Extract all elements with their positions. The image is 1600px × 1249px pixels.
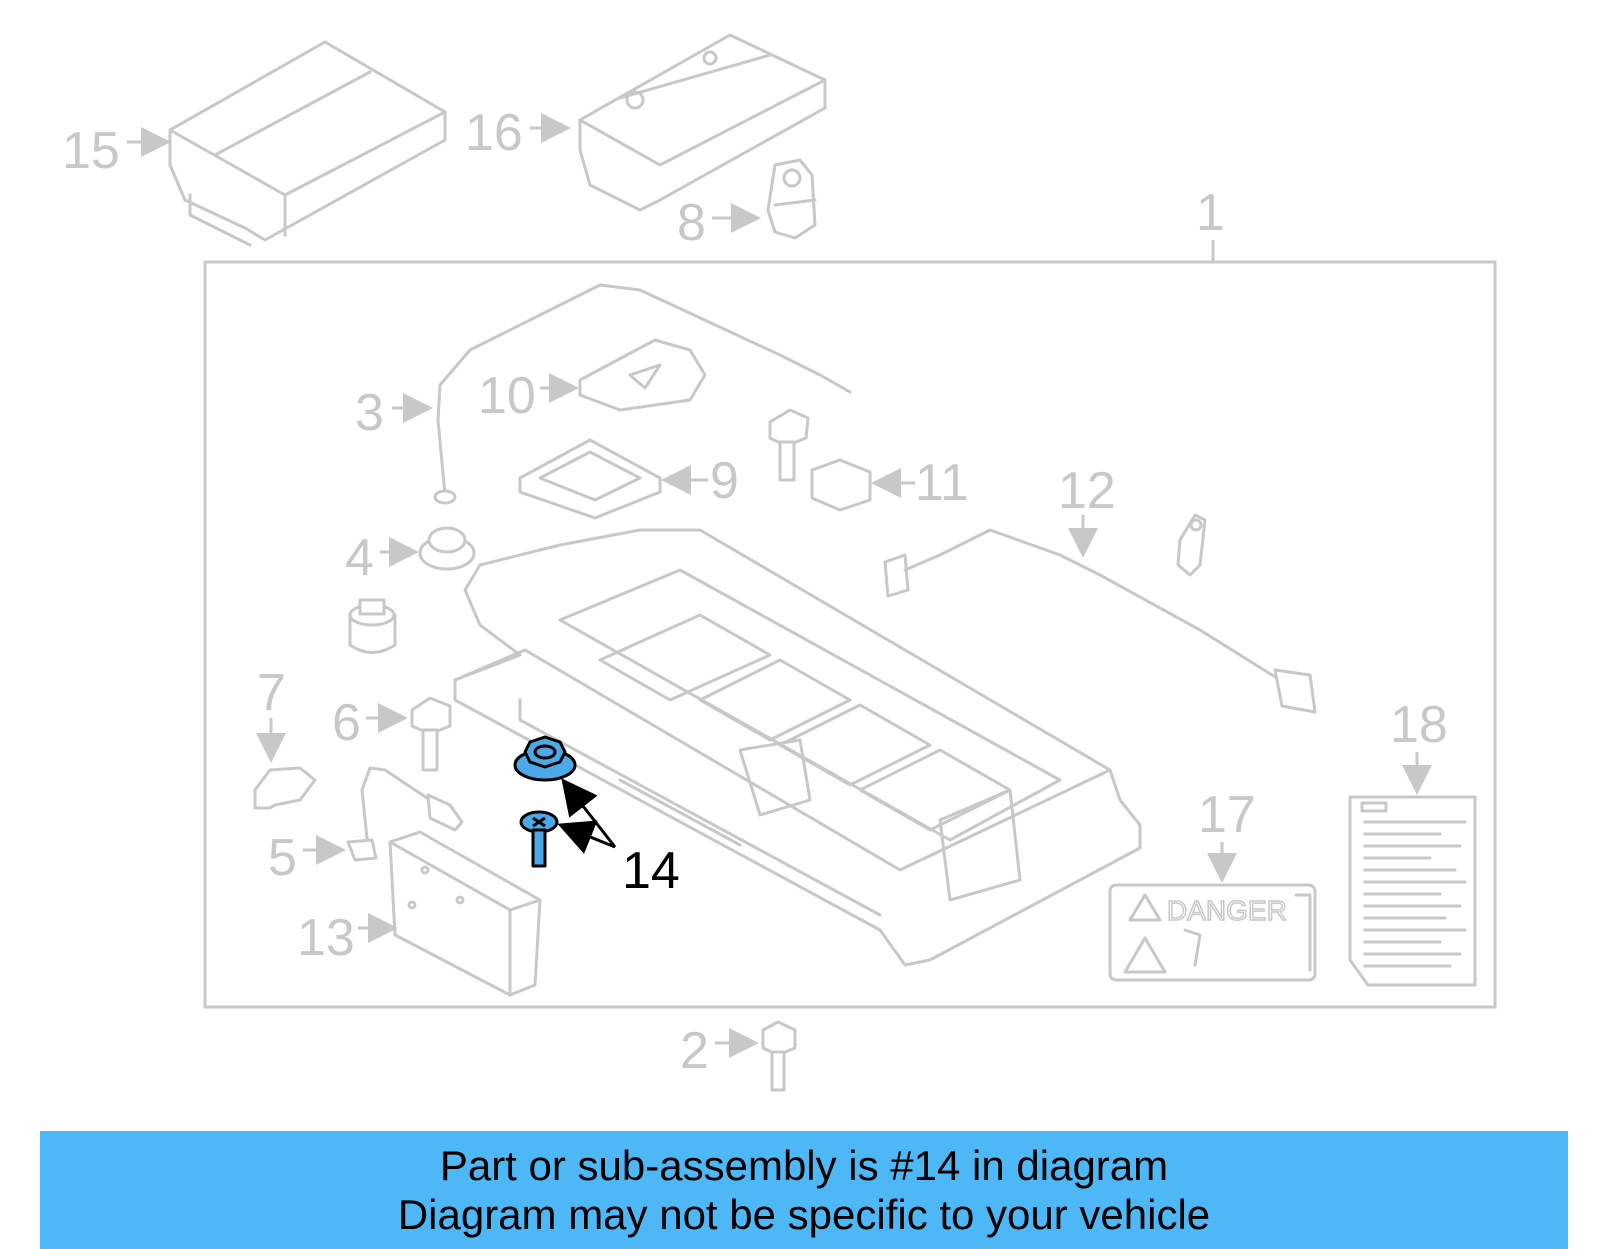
callout-1: 1 [1196,184,1225,242]
part-10-cover [578,338,707,412]
callout-9: 9 [710,452,739,510]
callout-6: 6 [332,694,361,752]
part-3-hose-end [433,489,457,505]
callout-18: 18 [1390,696,1448,754]
leader-14-bolt [557,820,616,854]
banner-line-2: Diagram may not be specific to your vehi… [397,1191,1211,1238]
callout-15: 15 [62,122,120,180]
part-sensor-bracket [1176,513,1207,577]
callout-14: 14 [622,842,680,900]
callout-8: 8 [677,194,706,252]
part-13-module [388,830,542,997]
callout-16: 16 [465,104,523,162]
callout-17: 17 [1198,786,1256,844]
part-18-info-label [1348,795,1477,987]
callout-5: 5 [268,829,297,887]
part-9-tray [518,438,662,520]
part-6-bolt [410,696,452,772]
callout-10: 10 [478,367,536,425]
part-bolt-upper [768,408,810,482]
part-16-cover [578,33,827,212]
part-15-cover [168,40,447,247]
part-5-sensor [346,766,464,862]
danger-text: DANGER [1167,895,1287,926]
banner-line-1: Part or sub-assembly is #14 in diagram [439,1142,1169,1189]
callout-11: 11 [915,454,969,512]
part-4-grommet [418,526,476,571]
leader-14-nut [561,778,617,848]
part-8-bracket [766,158,817,240]
part-17-danger-label: DANGER [1108,883,1317,982]
callout-12: 12 [1058,462,1116,520]
assembly-frame [203,260,1497,1009]
callout-2: 2 [680,1022,709,1080]
callout-13: 13 [297,909,355,967]
part-14-flange-nut [513,735,577,782]
callout-3: 3 [355,384,384,442]
info-banner: Part or sub-assembly is #14 in diagram D… [40,1131,1568,1249]
part-cup [348,598,397,654]
part-11-connector [810,458,872,512]
part-7-clip [253,766,317,810]
callout-7: 7 [257,664,286,722]
part-2-bolt [761,1020,797,1092]
part-14-bolt [519,810,559,868]
callout-4: 4 [345,529,374,587]
battery-pack [453,528,1142,967]
part-12-cable [883,528,1317,714]
part-3-hose [436,283,852,497]
